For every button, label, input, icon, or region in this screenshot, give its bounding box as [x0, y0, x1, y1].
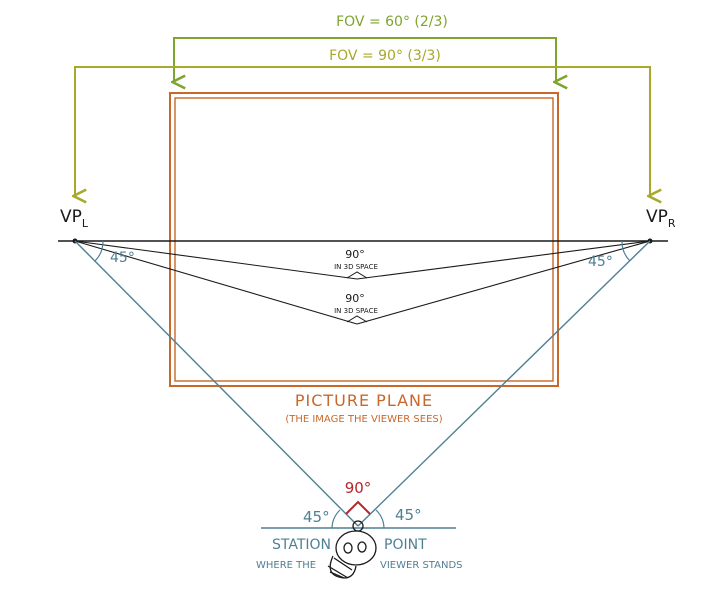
station-right-angle-label: 45° [395, 506, 422, 524]
station-left-angle-label: 45° [303, 508, 330, 526]
vanishing-point-left-label: VPL [60, 207, 89, 230]
station-angle-label: 90° [345, 479, 372, 497]
point-label: POINT [384, 537, 427, 553]
apex-upper-marker [346, 271, 368, 279]
where-the-label: WHERE THE [256, 560, 316, 571]
fov-90-bracket: FOV = 90° (3/3) [75, 48, 650, 196]
picture-plane-title: PICTURE PLANE [295, 391, 433, 410]
arc-station-right [375, 509, 385, 529]
vanishing-point-right-label: VPR [646, 207, 676, 230]
apex-lower-marker [346, 315, 368, 323]
angle-3d-lower-label: 90° [345, 292, 365, 305]
viewer-stands-label: VIEWER STANDS [380, 560, 463, 571]
viewer-figure [327, 520, 377, 579]
arc-left-vp [94, 240, 104, 262]
convergence-lines [74, 240, 651, 325]
picture-plane-note: (THE IMAGE THE VIEWER SEES) [285, 414, 442, 425]
fov-60-label: FOV = 60° (2/3) [336, 14, 448, 30]
arc-station-left [331, 509, 341, 529]
angle-right-top-label: 45° [588, 254, 613, 270]
picture-plane [169, 92, 559, 387]
station-label: STATION [272, 537, 331, 553]
angle-3d-upper-label: 90° [345, 248, 365, 261]
arc-right-vp [621, 240, 631, 262]
angle-3d-upper-note: IN 3D SPACE [334, 263, 378, 271]
angle-left-top-label: 45° [110, 250, 135, 266]
angle-3d-lower-note: IN 3D SPACE [334, 307, 378, 315]
fov-90-label: FOV = 90° (3/3) [329, 48, 441, 64]
right-angle-mark [345, 500, 371, 515]
fov-60-bracket: FOV = 60° (2/3) [174, 14, 556, 82]
sight-lines [74, 240, 651, 527]
